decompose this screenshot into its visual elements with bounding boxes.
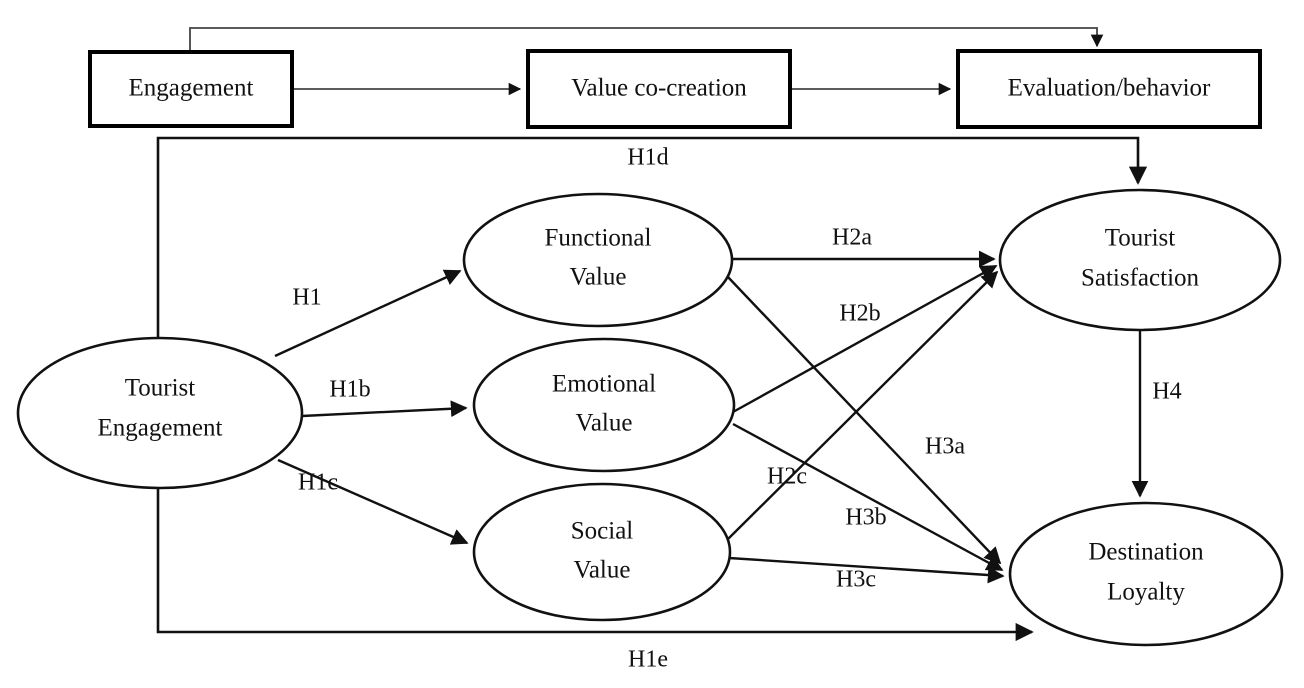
process-box-value-co-creation: Value co-creation bbox=[526, 49, 792, 129]
hypothesis-path-h2c: H2c bbox=[725, 270, 999, 542]
process-box-engagement: Engagement bbox=[88, 50, 294, 128]
hypothesis-label-h3c: H3c bbox=[836, 567, 876, 593]
construct-social-value-line1: Social bbox=[571, 518, 634, 545]
hypothesis-label-h1: H1 bbox=[292, 285, 321, 311]
hypothesis-path-h3c: H3c bbox=[728, 556, 1005, 593]
hypothesis-path-h1d: H1d bbox=[156, 136, 1148, 338]
hypothesis-path-h3a: H3a bbox=[726, 275, 1002, 565]
construct-emotional-value: Emotional Value bbox=[472, 337, 736, 473]
hypothesis-label-h4: H4 bbox=[1152, 379, 1181, 405]
construct-tourist-satisfaction-line2: Satisfaction bbox=[1081, 265, 1200, 292]
hypothesis-path-h1b: H1b bbox=[301, 377, 468, 418]
construct-social-value: Social Value bbox=[472, 482, 732, 622]
process-box-evaluation-behavior: Evaluation/behavior bbox=[956, 49, 1262, 129]
construct-emotional-value-line1: Emotional bbox=[552, 371, 656, 398]
construct-tourist-satisfaction-line1: Tourist bbox=[1105, 225, 1176, 252]
hypothesis-label-h3a: H3a bbox=[925, 434, 965, 460]
hypothesis-path-h2a: H2a bbox=[732, 225, 996, 268]
construct-tourist-satisfaction: Tourist Satisfaction bbox=[998, 188, 1282, 332]
construct-destination-loyalty-line1: Destination bbox=[1088, 539, 1204, 566]
process-box-value-co-creation-label: Value co-creation bbox=[571, 75, 747, 102]
hypothesis-path-h4: H4 bbox=[1131, 330, 1182, 498]
hypothesis-label-h2c: H2c bbox=[767, 464, 807, 490]
construct-destination-loyalty-line2: Loyalty bbox=[1107, 579, 1185, 606]
construct-social-value-line2: Value bbox=[574, 557, 631, 584]
construct-functional-value-line2: Value bbox=[570, 264, 627, 291]
hypothesis-label-h2a: H2a bbox=[832, 225, 872, 251]
hypothesis-label-h1e: H1e bbox=[628, 647, 668, 673]
construct-emotional-value-line2: Value bbox=[576, 410, 633, 437]
hypothesis-path-h1: H1 bbox=[274, 269, 462, 358]
hypothesis-path-h3b: H3b bbox=[732, 422, 1004, 572]
construct-tourist-engagement: Tourist Engagement bbox=[16, 336, 304, 490]
hypothesis-path-h1c: H1c bbox=[277, 458, 469, 545]
flow-engagement-to-evaluation bbox=[189, 27, 1104, 52]
process-box-evaluation-behavior-label: Evaluation/behavior bbox=[1008, 75, 1211, 102]
hypothesis-label-h1d: H1d bbox=[627, 145, 668, 171]
construct-functional-value-line1: Functional bbox=[545, 225, 652, 252]
hypothesis-path-h2b: H2b bbox=[732, 264, 998, 414]
hypothesis-label-h1b: H1b bbox=[329, 377, 370, 403]
construct-destination-loyalty: Destination Loyalty bbox=[1008, 501, 1284, 647]
construct-tourist-engagement-line2: Engagement bbox=[98, 415, 223, 442]
process-box-engagement-label: Engagement bbox=[129, 75, 254, 102]
hypothesis-label-h1c: H1c bbox=[298, 470, 338, 496]
hypothesis-label-h2b: H2b bbox=[839, 301, 880, 327]
construct-functional-value: Functional Value bbox=[462, 192, 734, 328]
hypothesis-label-h3b: H3b bbox=[845, 505, 886, 531]
construct-tourist-engagement-line1: Tourist bbox=[125, 375, 196, 402]
hypothesis-path-h1e: H1e bbox=[156, 488, 1034, 673]
